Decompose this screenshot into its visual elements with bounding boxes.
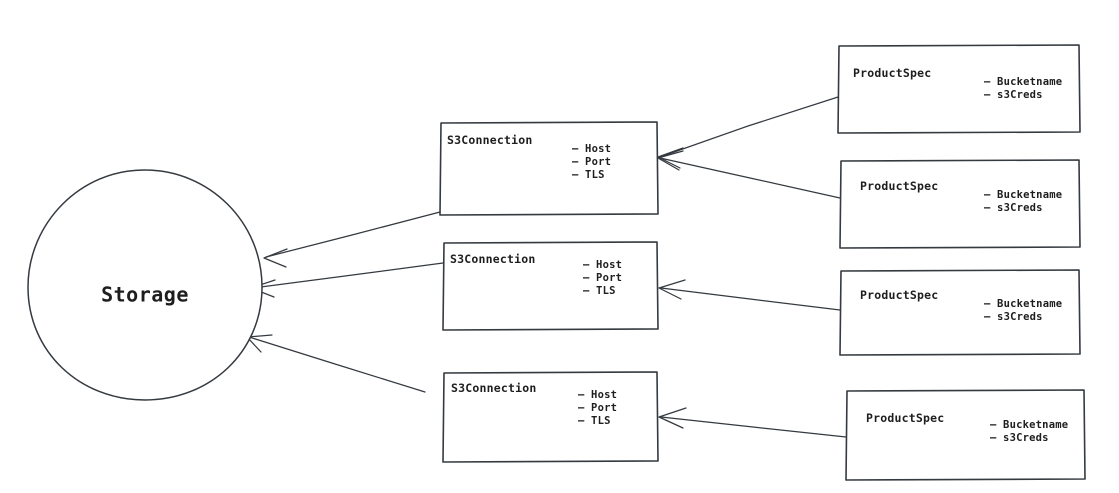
node-productspec-4-title: ProductSpec <box>866 411 944 425</box>
node-productspec-2-title: ProductSpec <box>860 179 938 193</box>
edge-productspec-4-to-s3connection-3 <box>658 407 847 438</box>
edge-s3connection-2-to-storage <box>250 262 444 298</box>
node-productspec-3[interactable]: ProductSpec – Bucketname – s3Creds <box>839 269 1081 356</box>
node-s3connection-2-attr-1: – Port <box>583 272 622 284</box>
node-s3connection-2[interactable]: S3Connection – Host – Port – TLS <box>442 241 659 331</box>
node-productspec-1[interactable]: ProductSpec – Bucketname – s3Creds <box>837 44 1081 134</box>
node-productspec-4-attr-0: – Bucketname <box>990 419 1068 431</box>
node-s3connection-1-attr-2: – TLS <box>572 169 605 181</box>
node-s3connection-2-attr-0: – Host <box>583 259 622 271</box>
node-productspec-2-attr-0: – Bucketname <box>984 189 1062 201</box>
node-productspec-3-attr-1: – s3Creds <box>984 311 1043 323</box>
node-s3connection-3-attr-1: – Port <box>578 402 617 414</box>
node-s3connection-1-attr-0: – Host <box>572 143 611 155</box>
node-productspec-3-attr-0: – Bucketname <box>984 298 1062 310</box>
edge-productspec-1-to-s3connection-1 <box>657 96 839 169</box>
node-productspec-1-attr-0: – Bucketname <box>984 76 1062 88</box>
node-s3connection-2-title: S3Connection <box>450 252 535 266</box>
node-storage-label: Storage <box>101 283 189 307</box>
node-productspec-1-attr-1: – s3Creds <box>984 89 1043 101</box>
node-storage[interactable]: Storage <box>27 169 263 401</box>
node-productspec-3-title: ProductSpec <box>860 288 938 302</box>
node-s3connection-3-title: S3Connection <box>451 381 536 395</box>
node-s3connection-2-attr-2: – TLS <box>583 285 616 297</box>
edge-s3connection-3-to-storage <box>246 334 426 393</box>
node-productspec-4-attr-1: – s3Creds <box>990 432 1049 444</box>
edge-productspec-3-to-s3connection-2 <box>658 279 841 311</box>
node-s3connection-3-attr-0: – Host <box>578 389 617 401</box>
node-s3connection-1-attr-1: – Port <box>572 156 611 168</box>
node-productspec-2[interactable]: ProductSpec – Bucketname – s3Creds <box>839 159 1081 249</box>
edge-productspec-2-to-s3connection-1 <box>657 150 841 199</box>
edge-s3connection-1-to-storage <box>263 211 441 268</box>
node-productspec-1-title: ProductSpec <box>853 66 931 80</box>
node-s3connection-3-attr-2: – TLS <box>578 415 611 427</box>
node-s3connection-3[interactable]: S3Connection – Host – Port – TLS <box>442 371 659 463</box>
node-productspec-4[interactable]: ProductSpec – Bucketname – s3Creds <box>845 389 1086 481</box>
node-s3connection-1-title: S3Connection <box>447 133 532 147</box>
node-s3connection-1[interactable]: S3Connection – Host – Port – TLS <box>439 121 659 216</box>
node-productspec-2-attr-1: – s3Creds <box>984 202 1043 214</box>
